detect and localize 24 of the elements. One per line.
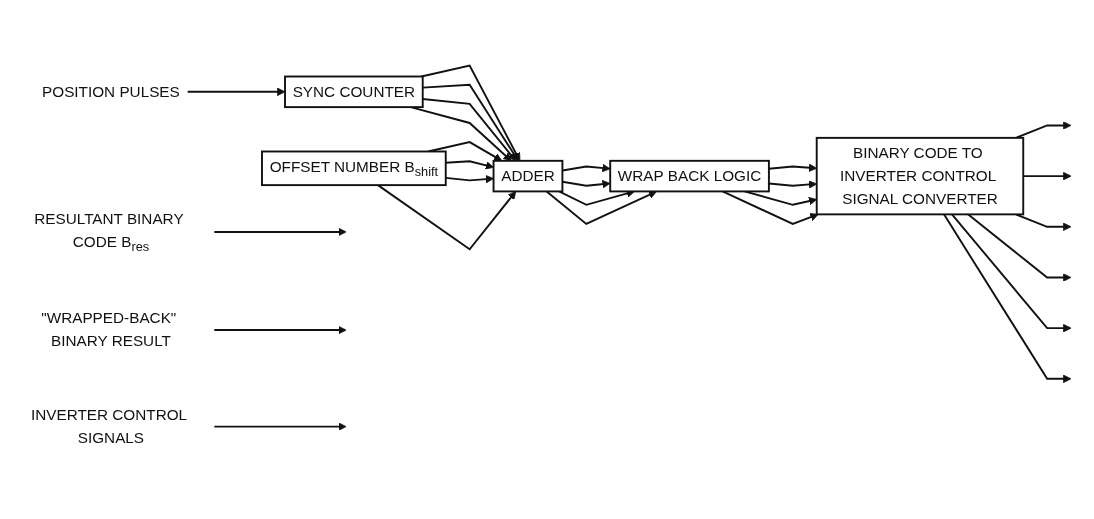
arrow	[1015, 121, 1072, 139]
arrow	[213, 325, 347, 335]
node-text: INVERTER CONTROL SIGNALS	[31, 406, 187, 446]
node-box: OFFSET NUMBER B$_{shift}$	[261, 150, 447, 187]
arrow	[213, 422, 347, 431]
arrow	[721, 190, 819, 225]
node-text: "WRAPPED-BACK" BINARY RESULT	[41, 309, 177, 350]
node-text: POSITION PULSES	[42, 83, 180, 100]
arrow	[420, 64, 521, 162]
arrow	[951, 213, 1072, 333]
node-box: BINARY CODE TO INVERTER CONTROL SIGNAL CONVERTER	[815, 136, 1025, 216]
arrow	[213, 227, 347, 237]
arrow	[545, 190, 657, 226]
arrow	[376, 184, 517, 251]
node-box: SYNC COUNTER	[284, 75, 424, 109]
arrow	[943, 213, 1072, 384]
arrow	[427, 141, 503, 162]
node-text: RESULTANT BINARY CODE B$_{res}$	[34, 210, 184, 254]
arrow	[1015, 213, 1072, 231]
arrow	[186, 87, 286, 96]
node-box: ADDER	[492, 159, 564, 193]
arrow	[967, 213, 1072, 282]
node-box: WRAP BACK LOGIC	[609, 159, 770, 193]
arrow	[558, 189, 635, 206]
